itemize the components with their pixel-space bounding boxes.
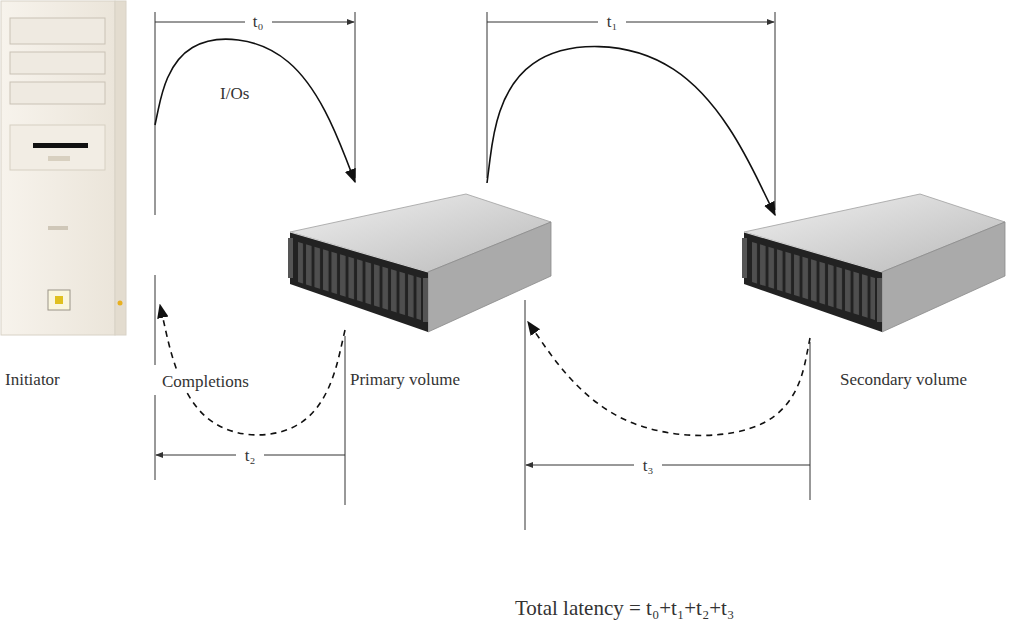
time-label: t₃ <box>641 456 656 476</box>
time-label: t₂ <box>243 446 258 466</box>
secondary-volume-node: Secondary volume <box>742 192 1007 334</box>
completion-arrow <box>160 305 345 435</box>
dimension-lines <box>155 12 810 530</box>
primary-volume-node: Primary volume <box>288 192 553 334</box>
node-label: Secondary volume <box>840 370 967 390</box>
secondary-storage <box>742 194 1005 332</box>
completion-arrow <box>528 322 810 435</box>
time-label: t₀ <box>251 12 266 32</box>
node-label: Initiator <box>5 370 60 390</box>
formula-label: Total latency = t₀+t₁+t₂+t₃ <box>515 596 734 620</box>
io-arrow <box>155 39 355 182</box>
edge-label: I/Os <box>218 84 251 104</box>
initiator-node: Initiator <box>0 0 127 337</box>
time-label: t₁ <box>605 12 620 32</box>
edge-label: Completions <box>160 372 251 392</box>
io-arrow <box>487 47 775 215</box>
node-label: Primary volume <box>350 370 460 390</box>
primary-storage <box>288 194 551 332</box>
initiator-computer <box>1 1 126 335</box>
